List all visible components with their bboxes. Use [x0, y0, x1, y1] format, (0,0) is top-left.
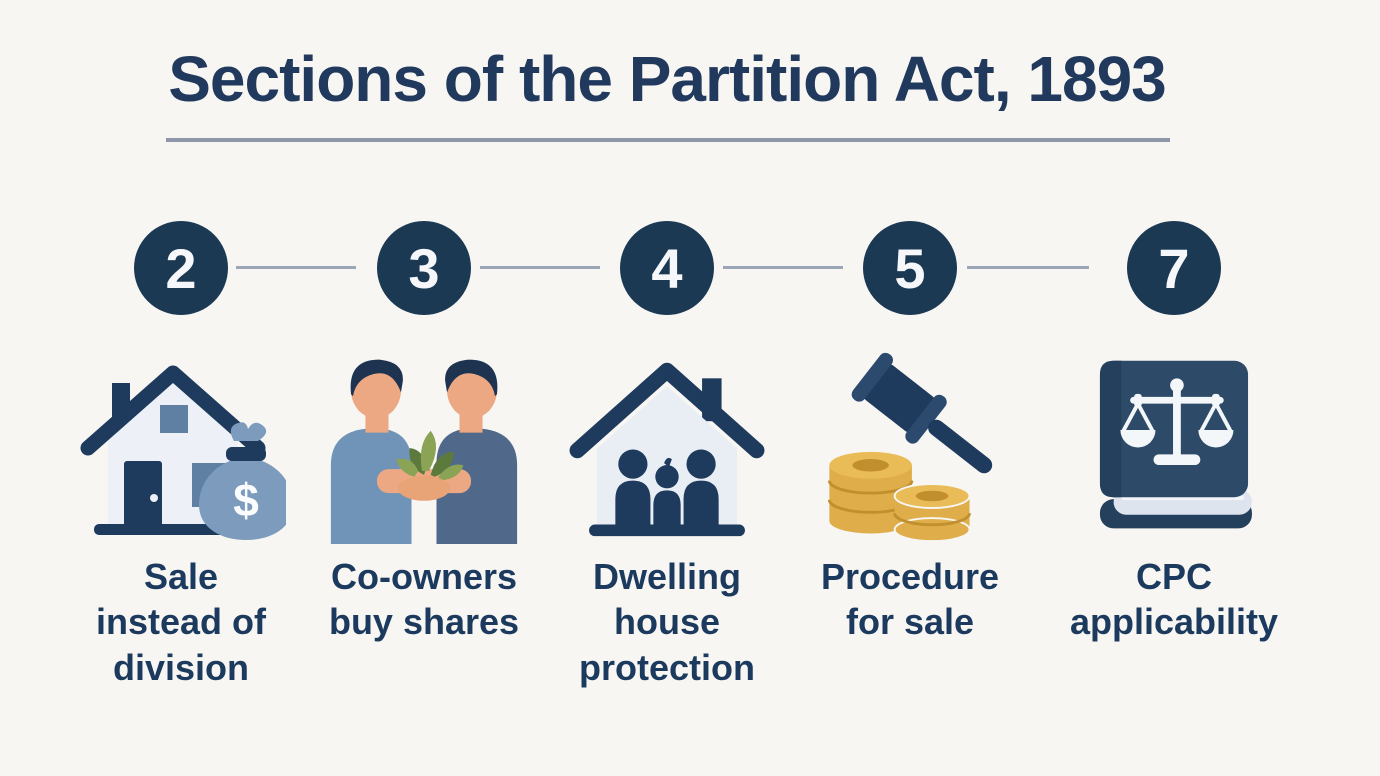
- step-circle-7: 7: [1127, 221, 1221, 315]
- law-book-scales-icon: [1054, 350, 1294, 546]
- house-money-bag-icon: $: [61, 350, 301, 546]
- gavel-and-coins-icon: [790, 350, 1030, 546]
- step-number: 2: [165, 236, 197, 300]
- step-number: 4: [651, 236, 683, 300]
- step-circle-5: 5: [863, 221, 957, 315]
- step-column-section-2: $ Sale instead of division: [61, 350, 301, 690]
- step-circle-4: 4: [620, 221, 714, 315]
- step-number: 3: [408, 236, 440, 300]
- step-column-section-3: Co-owners buy shares: [304, 350, 544, 645]
- step-label: Co-owners buy shares: [328, 556, 520, 643]
- step-circle-3: 3: [377, 221, 471, 315]
- step-label: Dwelling house protection: [579, 556, 755, 688]
- step-column-section-5: Procedure for sale: [790, 350, 1030, 645]
- step-label: Sale instead of division: [95, 556, 266, 688]
- step-label: CPC applicability: [1069, 556, 1279, 643]
- step-number: 7: [1158, 236, 1190, 300]
- timeline-connector: [723, 266, 843, 269]
- svg-text:$: $: [233, 474, 259, 526]
- step-number: 5: [894, 236, 926, 300]
- step-column-section-7: CPC applicability: [1054, 350, 1294, 645]
- step-label: Procedure for sale: [820, 556, 1000, 643]
- title-divider: [166, 138, 1170, 142]
- timeline-connector: [236, 266, 356, 269]
- step-column-section-4: Dwelling house protection: [547, 350, 787, 690]
- timeline-connector: [480, 266, 600, 269]
- family-in-house-icon: [547, 350, 787, 546]
- page-title: Sections of the Partition Act, 1893: [168, 43, 1167, 115]
- timeline-connector: [967, 266, 1089, 269]
- step-circle-2: 2: [134, 221, 228, 315]
- co-owners-exchange-icon: [304, 350, 544, 546]
